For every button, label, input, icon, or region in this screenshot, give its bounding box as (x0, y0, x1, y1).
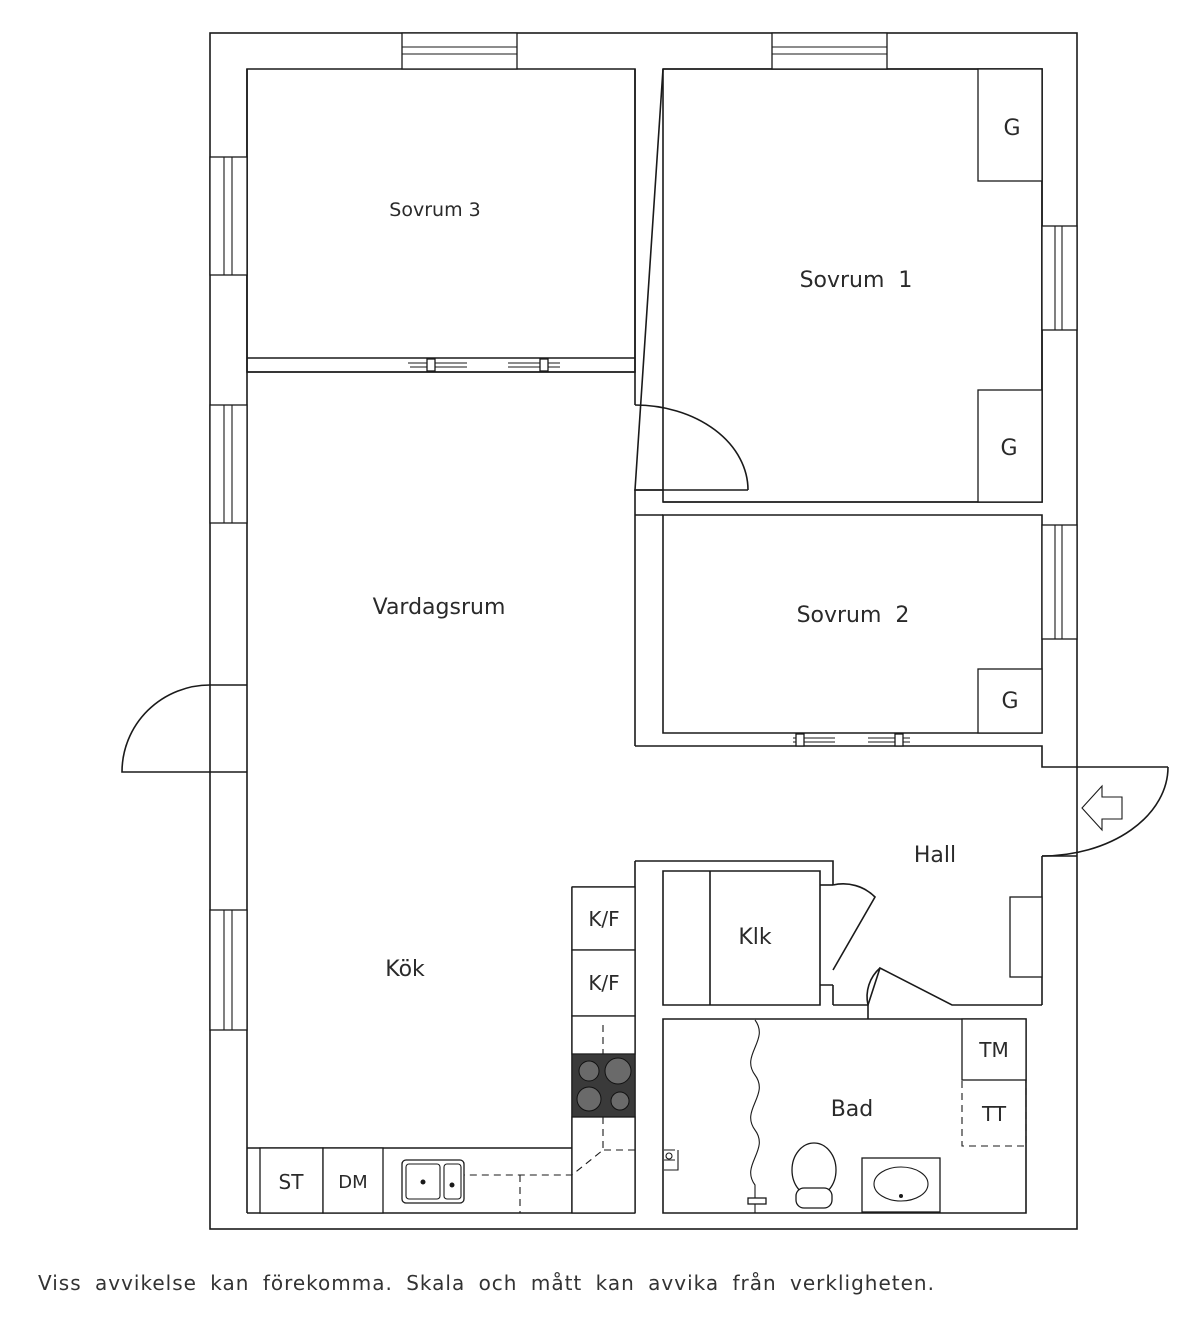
entrance-arrow-icon (1081, 784, 1123, 832)
dishwasher-label: DM (338, 1172, 367, 1193)
room-kok: Kök (385, 957, 425, 982)
windows (209, 32, 1078, 1031)
room-vardagsrum: Vardagsrum (373, 595, 506, 620)
wardrobe-label: G (1003, 116, 1020, 141)
stove-counter-label: ST (279, 1170, 305, 1194)
wardrobe-label: G (1000, 436, 1017, 461)
room-sovrum-2: Sovrum 2 (797, 603, 910, 628)
wardrobe-label: G (1001, 689, 1018, 714)
room-klk: Klk (738, 925, 772, 950)
room-sovrum-1: Sovrum 1 (800, 268, 913, 293)
room-sovrum-3: Sovrum 3 (389, 199, 480, 221)
washing-machine-label: TM (978, 1038, 1008, 1062)
fridge-freezer-label: K/F (588, 971, 619, 995)
room-hall: Hall (914, 843, 956, 868)
bathroom-fixtures (664, 1018, 1027, 1213)
dryer-label: TT (981, 1102, 1007, 1126)
fridge-freezer-label: K/F (588, 907, 619, 931)
disclaimer-text: Viss avvikelse kan förekomma. Skala och … (38, 1271, 935, 1295)
wardrobes (977, 68, 1043, 978)
kitchen-fixtures (259, 886, 636, 1214)
doors (121, 358, 1169, 1006)
room-bad: Bad (831, 1097, 874, 1122)
floor-plan: Sovrum 3 Sovrum 1 Sovrum 2 Vardagsrum Kö… (121, 32, 1169, 1230)
outer-walls (209, 32, 1078, 1230)
